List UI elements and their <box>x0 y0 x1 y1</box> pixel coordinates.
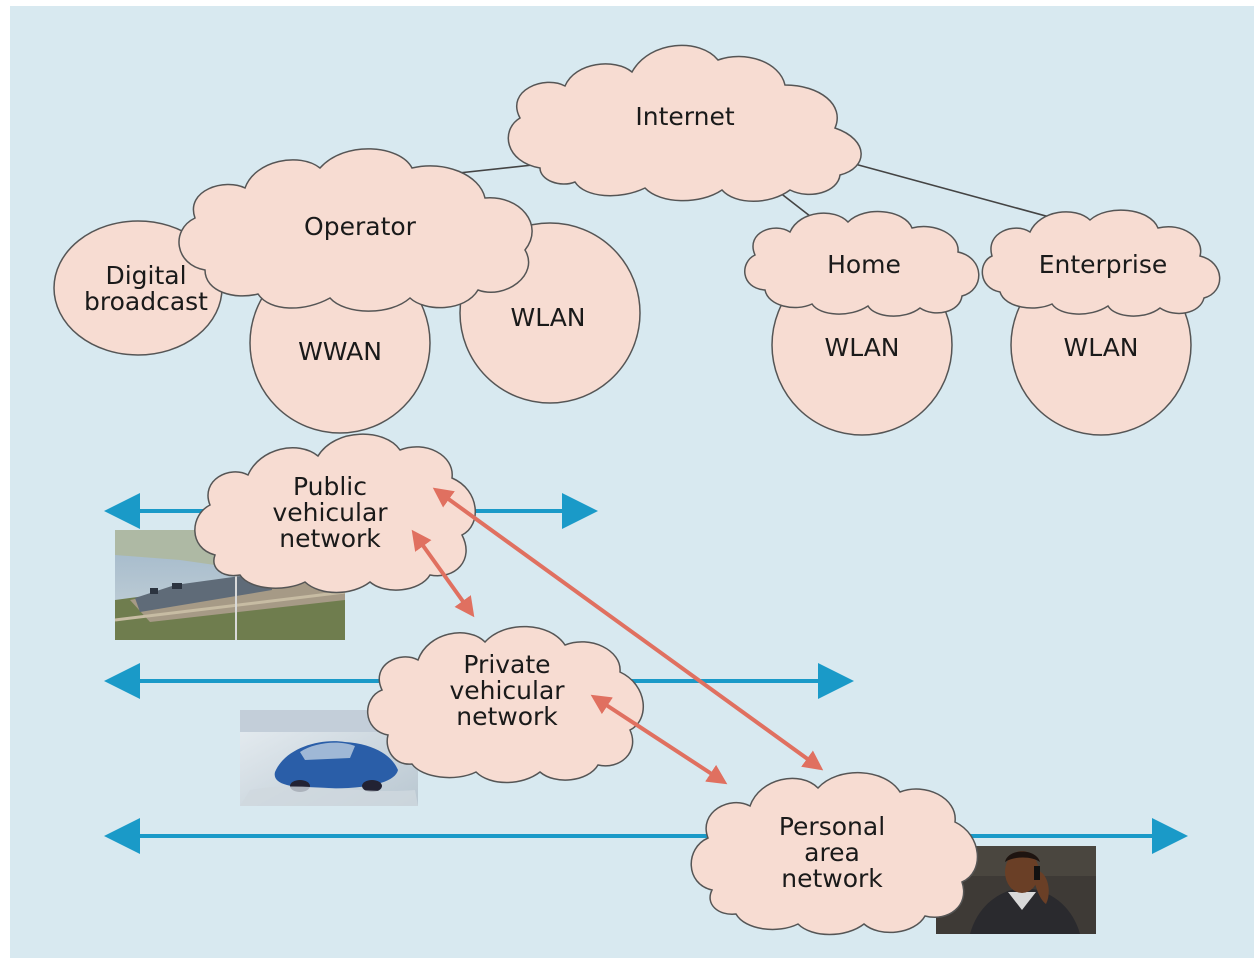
personal-area-label-line2: area <box>804 838 860 867</box>
home-label: Home <box>827 250 901 279</box>
internet-cloud: Internet <box>507 44 862 202</box>
internet-label: Internet <box>635 102 734 131</box>
enterprise-cloud: Enterprise <box>981 209 1221 317</box>
home-cloud: Home <box>744 210 980 317</box>
wwan-label: WWAN <box>298 337 382 366</box>
private-vehicular-label-line1: Private <box>463 650 550 679</box>
public-to-personal-arrow <box>432 487 824 771</box>
private-vehicular-label-line3: network <box>456 702 558 731</box>
operator-cloud: Operator <box>178 148 533 312</box>
digital-broadcast-label-line1: Digital <box>105 261 186 290</box>
enterprise-label: Enterprise <box>1039 250 1168 279</box>
wlan-operator-label: WLAN <box>510 303 585 332</box>
digital-broadcast-label-line2: broadcast <box>84 287 208 316</box>
public-vehicular-label-line3: network <box>279 524 381 553</box>
wlan-home-label: WLAN <box>824 333 899 362</box>
public-to-private-arrow <box>411 529 475 618</box>
car-photo <box>240 710 418 806</box>
private-to-personal-arrow <box>590 694 728 785</box>
personal-area-label-line3: network <box>781 864 883 893</box>
wlan-enterprise-label: WLAN <box>1063 333 1138 362</box>
interaction-arrows <box>411 487 824 785</box>
public-vehicular-network-cloud: Public vehicular network <box>194 433 476 594</box>
public-vehicular-label-line2: vehicular <box>272 498 388 527</box>
private-vehicular-label-line2: vehicular <box>449 676 565 705</box>
operator-label: Operator <box>304 212 417 241</box>
personal-area-label-line1: Personal <box>779 812 885 841</box>
public-vehicular-label-line1: Public <box>293 472 367 501</box>
personal-area-network-cloud: Personal area network <box>690 771 978 936</box>
